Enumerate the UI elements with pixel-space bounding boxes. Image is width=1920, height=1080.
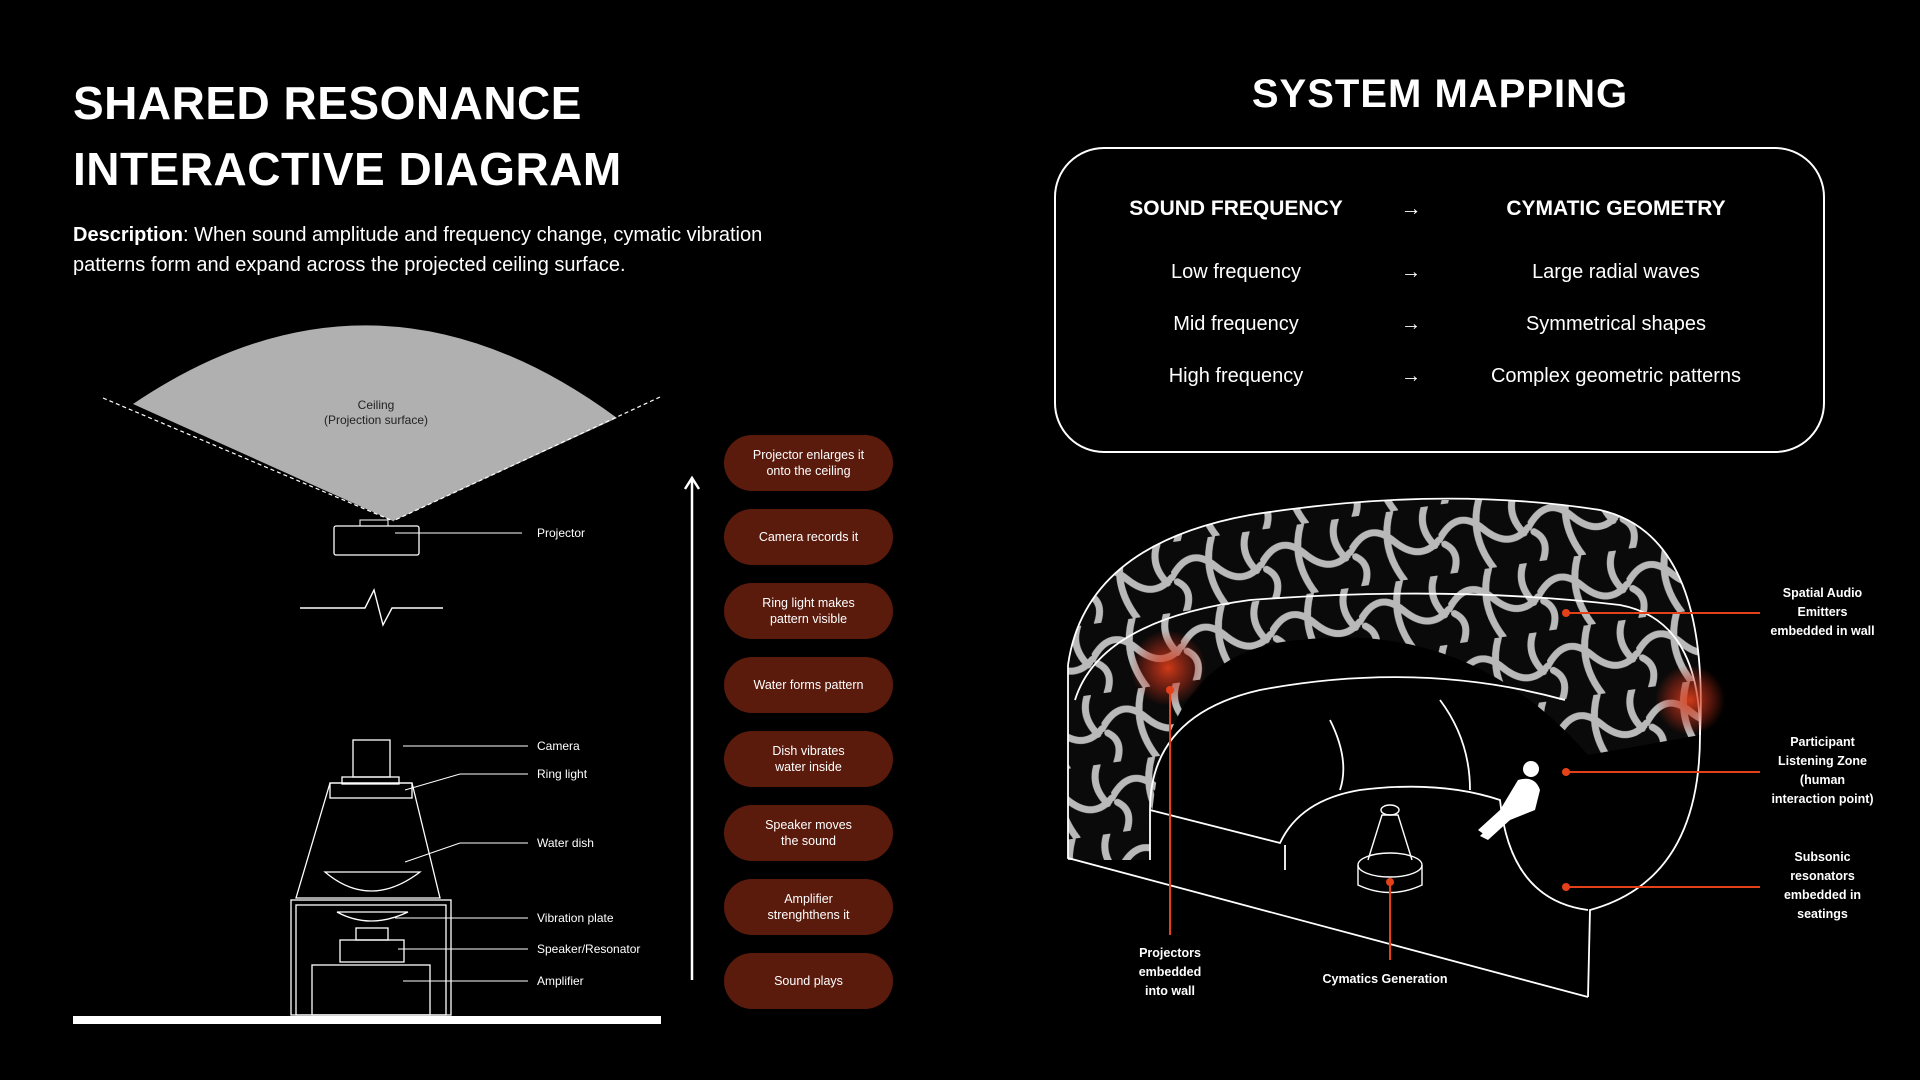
mapping-row: Low frequency → Large radial waves: [1170, 261, 1700, 283]
mapping-row: Mid frequency → Symmetrical shapes: [1173, 313, 1707, 335]
label-camera: Camera: [537, 739, 580, 753]
mapping-header-arrow: →: [1400, 197, 1422, 220]
title-line-1: SHARED RESONANCE: [73, 77, 582, 129]
system-mapping-title: SYSTEM MAPPING: [1251, 72, 1629, 116]
ceiling-dash-right: [392, 396, 661, 522]
floor-bar: [73, 1016, 661, 1024]
flow-step-water: Water forms pattern: [724, 657, 893, 713]
mapping-header-right: CYMATIC GEOMETRY: [1506, 197, 1726, 220]
flow-step-camera: Camera records it: [724, 509, 893, 565]
description-text: : When sound amplitude and frequency cha…: [73, 224, 763, 276]
title-line-2: INTERACTIVE DIAGRAM: [73, 143, 622, 195]
ceiling-shape: [133, 325, 617, 521]
label-projector: Projector: [537, 526, 586, 540]
apparatus: [290, 739, 452, 1016]
flow-step-sound: Sound plays: [724, 953, 893, 1009]
mapping-row: High frequency → Complex geometric patte…: [1168, 365, 1742, 387]
flow-arrow-head: [683, 475, 701, 490]
label-ring-light: Ring light: [537, 767, 588, 781]
label-speaker: Speaker/Resonator: [537, 942, 641, 956]
description: Description: When sound amplitude and fr…: [73, 220, 773, 280]
person-figure: [1478, 761, 1540, 840]
ceiling-dash-left: [102, 397, 394, 522]
emitter-glow-right: [1655, 665, 1725, 735]
label-water-dish: Water dish: [537, 836, 594, 850]
description-label: Description: [73, 224, 184, 246]
mapping-header-left: SOUND FREQUENCY: [1129, 197, 1343, 220]
emitter-glow-left: [1130, 630, 1206, 706]
system-mapping-box: SOUND FREQUENCY → CYMATIC GEOMETRY Low f…: [1054, 147, 1825, 453]
dome-diagram: [1067, 497, 1760, 998]
page-title: SHARED RESONANCE INTERACTIVE DIAGRAM: [73, 70, 622, 202]
ceiling-label: Ceiling (Projection surface): [323, 398, 429, 427]
label-amplifier: Amplifier: [537, 974, 584, 988]
label-vibration-plate: Vibration plate: [537, 911, 614, 925]
label-cymatics: Cymatics Generation: [1322, 972, 1448, 986]
projector-shape: [333, 525, 420, 556]
mapping-header: SOUND FREQUENCY → CYMATIC GEOMETRY: [1056, 197, 1823, 233]
waveform: [300, 588, 443, 627]
